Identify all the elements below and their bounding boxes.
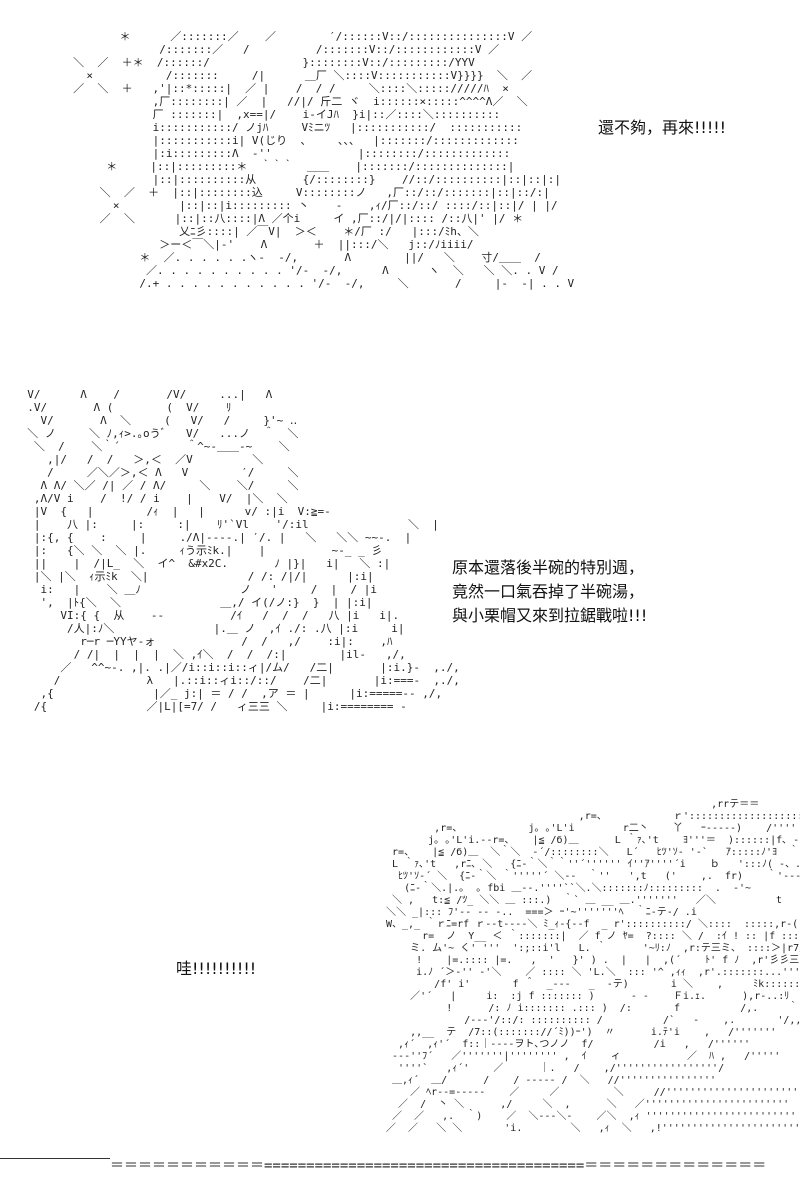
ascii-art-crowd: ,rrテ＝＝ ,r=、 ｒ'::::::::::::::::::::::＼ (〃… [380,795,800,1155]
panel-top: ＊ ／:::::::／ ／ ′/::::::V::/::::::::::::::… [0,0,800,380]
ascii-art-crowd-text: ,rrテ＝＝ ,r=、 ｒ'::::::::::::::::::::::＼ (〃… [386,799,800,1134]
caption-bottom: 哇!!!!!!!!!! [176,959,257,978]
panel-middle: V/ Λ / /V/ ...| Λ .V/ Λ ( ( V/ ﾘ V/ Λ ＼ … [0,380,800,800]
ascii-art-character-top: ＊ ／:::::::／ ／ ′/::::::V::/::::::::::::::… [73,30,575,290]
bottom-separator-line [0,1158,110,1159]
caption-top: 還不夠，再來!!!!! [598,118,727,137]
caption-middle: 原本還落後半碗的特別週， 竟然一口氣吞掉了半碗湯， 與小栗帽又來到拉鋸戰啦!!! [452,558,648,625]
bottom-separator-equals: ＝＝＝＝＝＝＝＝＝＝＝=============================… [110,1158,767,1174]
panel-bottom: 哇!!!!!!!!!! ,rrテ＝＝ ,r=、 ｒ'::::::::::::::… [0,795,800,1155]
ascii-art-character-middle: V/ Λ / /V/ ...| Λ .V/ Λ ( ( V/ ﾘ V/ Λ ＼ … [27,388,460,713]
